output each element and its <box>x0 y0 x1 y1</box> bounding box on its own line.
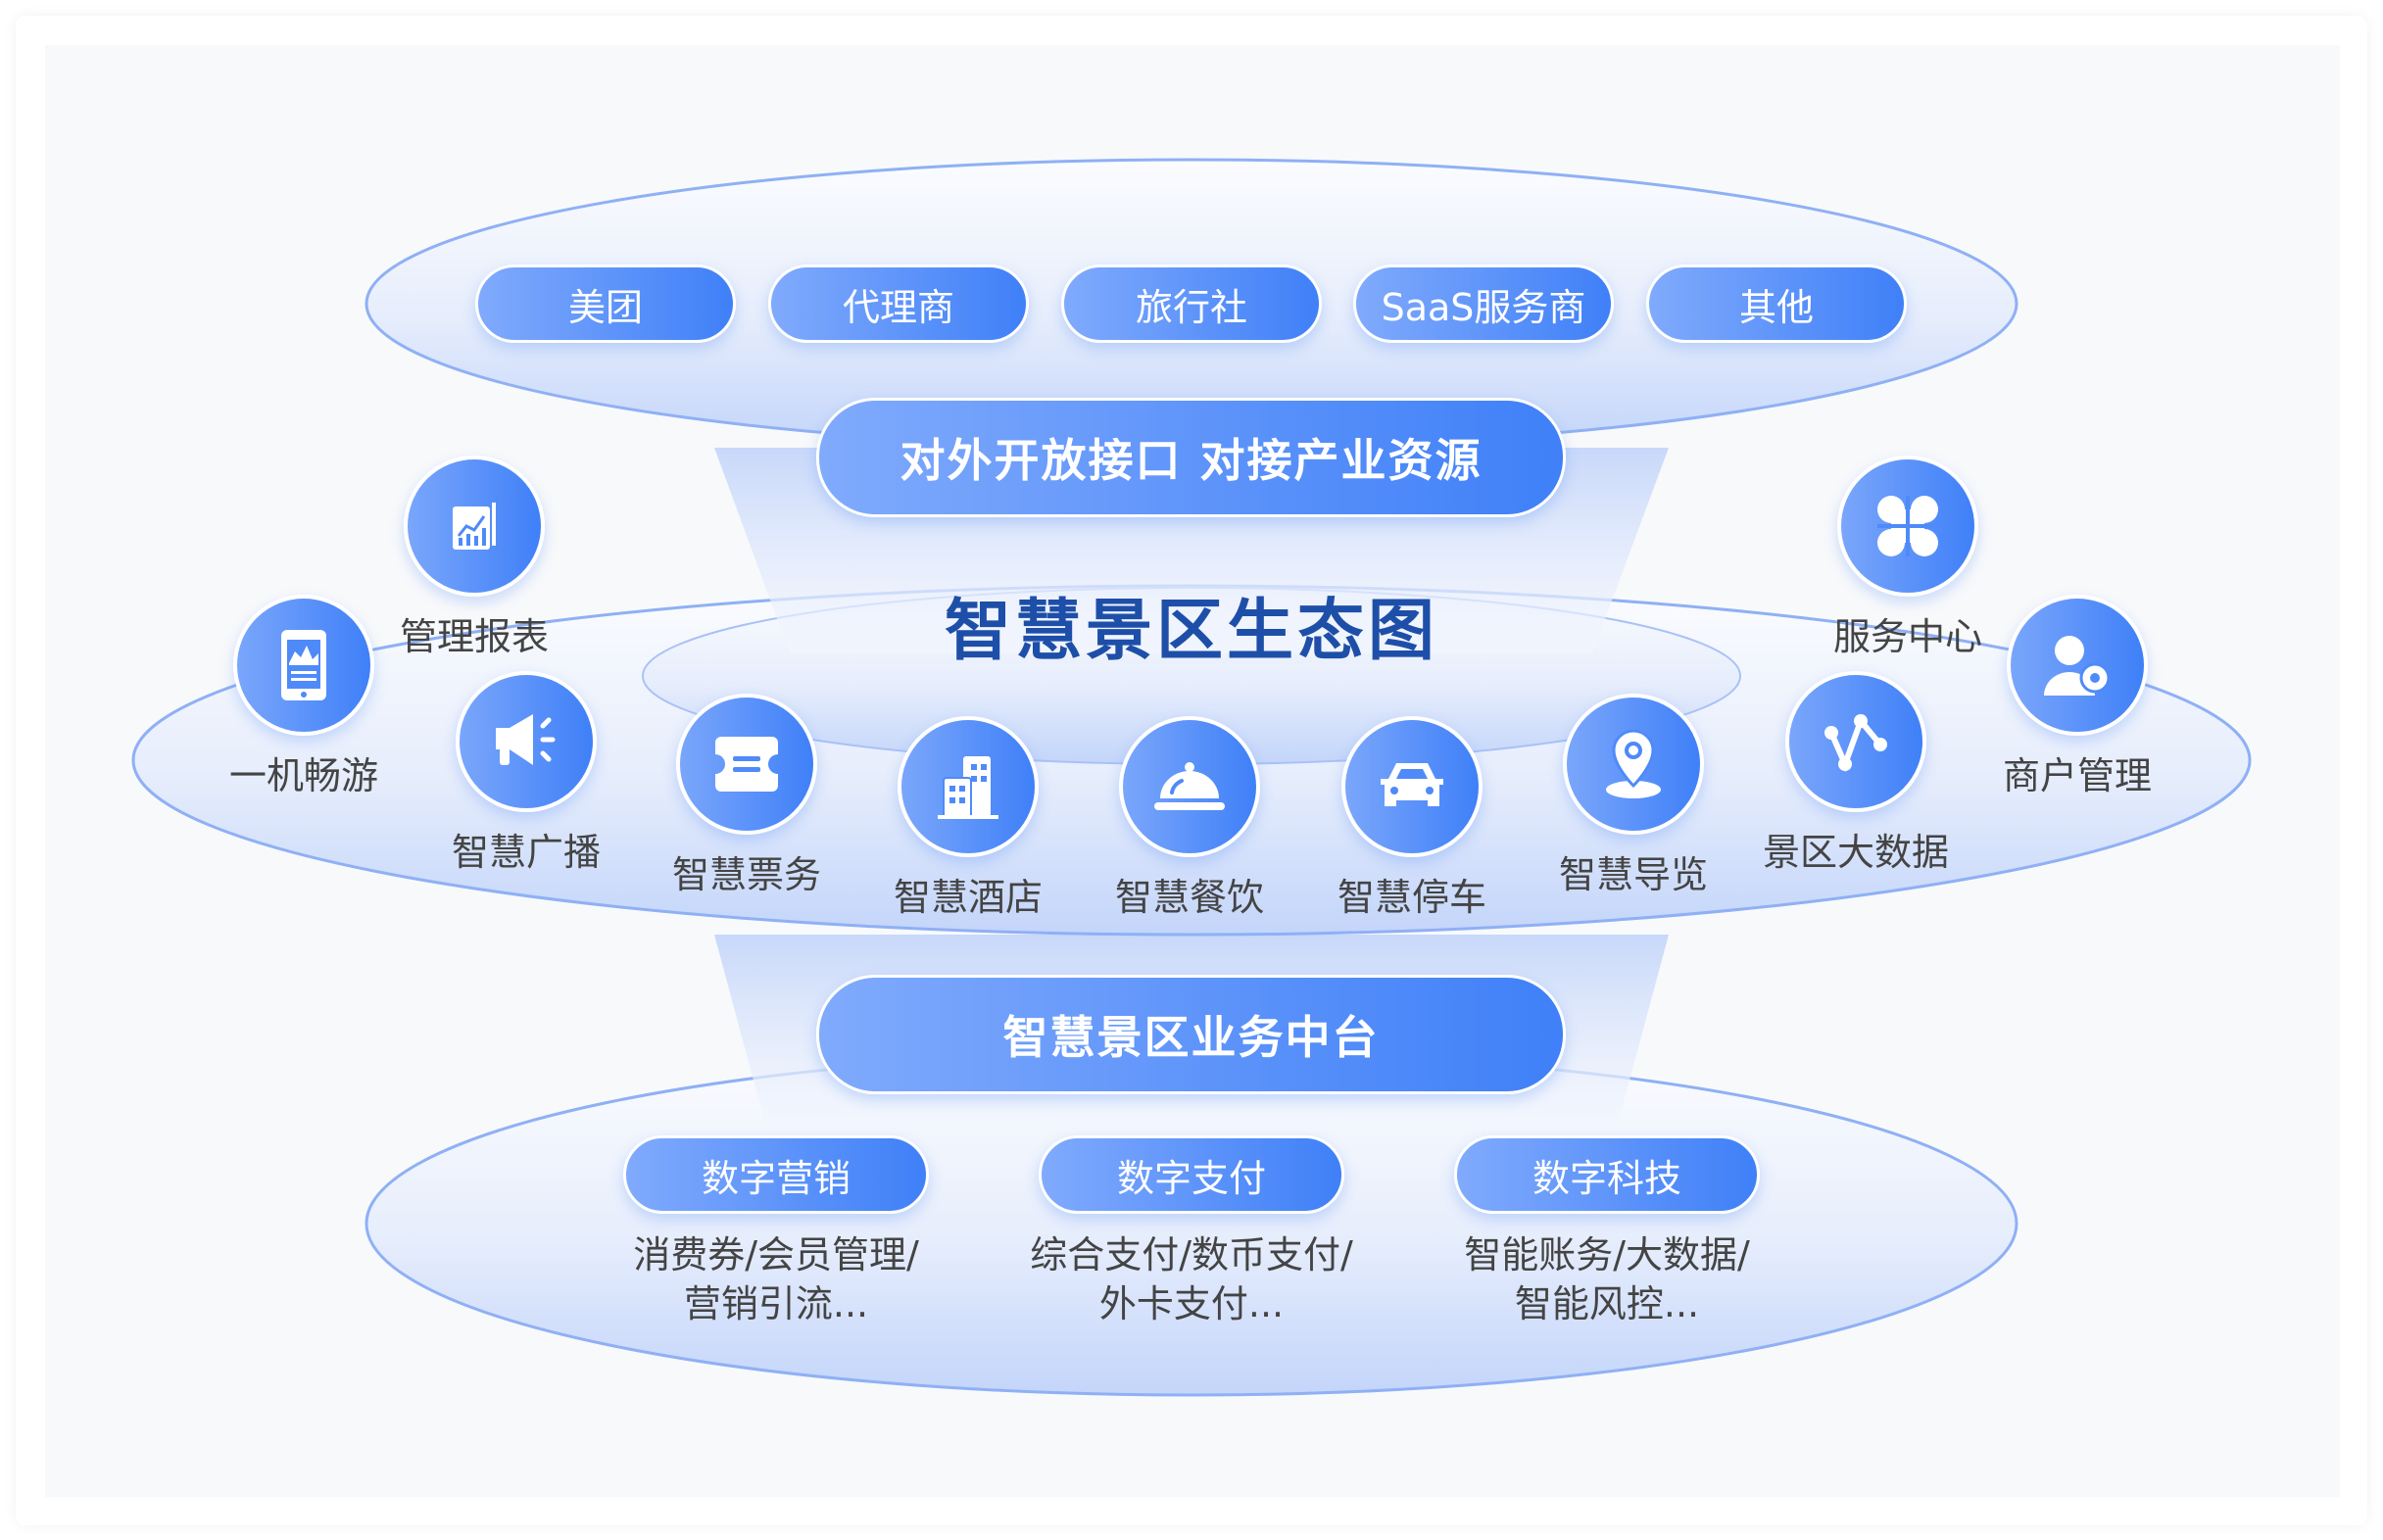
module-parking: 智慧停车 <box>1294 716 1530 921</box>
partner-travel-agency: 旅行社 <box>1061 265 1322 343</box>
desc-line: 综合支付/数币支付/ <box>1030 1233 1353 1276</box>
module-hotel: 智慧酒店 <box>851 716 1086 921</box>
partner-meituan: 美团 <box>475 265 736 343</box>
partner-saas: SaaS服务商 <box>1353 265 1614 343</box>
module-label: 服务中心 <box>1832 615 1982 658</box>
partner-agent: 代理商 <box>768 265 1029 343</box>
capability-payment: 数字支付 <box>1039 1135 1344 1214</box>
module-label: 商户管理 <box>2002 754 2152 797</box>
capability-technology: 数字科技 <box>1454 1135 1760 1214</box>
module-service-center: 服务中心 <box>1790 456 2025 660</box>
desc-line: 智能账务/大数据/ <box>1464 1233 1750 1276</box>
open-api-banner: 对外开放接口 对接产业资源 <box>816 398 1566 517</box>
capability-marketing-desc: 消费券/会员管理/营销引流... <box>580 1230 972 1328</box>
data-nodes-icon <box>1785 671 1926 812</box>
module-label: 景区大数据 <box>1762 831 1949 874</box>
module-mobile-tour: 一机畅游 <box>186 595 421 799</box>
platform-banner: 智慧景区业务中台 <box>816 975 1566 1094</box>
module-merchant: 商户管理 <box>1960 595 2195 799</box>
desc-line: 外卡支付... <box>1098 1282 1285 1325</box>
capability-payment-desc: 综合支付/数币支付/外卡支付... <box>996 1230 1387 1328</box>
module-dining: 智慧餐饮 <box>1072 716 1307 921</box>
food-cloche-icon <box>1119 716 1260 857</box>
module-label: 智慧导览 <box>1558 853 1708 896</box>
partner-other: 其他 <box>1646 265 1907 343</box>
module-report: 管理报表 <box>357 456 592 660</box>
mobile-phone-icon <box>233 595 374 736</box>
diagram-title: 智慧景区生态图 <box>944 593 1438 670</box>
module-label: 智慧票务 <box>671 853 821 896</box>
desc-line: 营销引流... <box>683 1282 869 1325</box>
capability-technology-desc: 智能账务/大数据/智能风控... <box>1411 1230 1803 1328</box>
report-chart-icon <box>404 456 545 597</box>
module-label: 智慧酒店 <box>893 876 1043 919</box>
map-pin-icon <box>1563 694 1704 835</box>
car-icon <box>1341 716 1483 857</box>
module-label: 智慧广播 <box>451 831 601 874</box>
desc-line: 智能风控... <box>1514 1282 1700 1325</box>
capability-marketing: 数字营销 <box>623 1135 929 1214</box>
building-icon <box>898 716 1039 857</box>
service-grid-icon <box>1837 456 1978 597</box>
ticket-icon <box>676 694 817 835</box>
module-ticketing: 智慧票务 <box>629 694 864 898</box>
merchant-user-icon <box>2007 595 2148 736</box>
module-guide: 智慧导览 <box>1516 694 1751 898</box>
module-broadcast: 智慧广播 <box>409 671 644 876</box>
module-label: 智慧餐饮 <box>1114 876 1264 919</box>
module-label: 一机畅游 <box>228 754 378 797</box>
desc-line: 消费券/会员管理/ <box>633 1233 919 1276</box>
module-label: 管理报表 <box>399 615 549 658</box>
megaphone-icon <box>456 671 597 812</box>
module-big-data: 景区大数据 <box>1738 671 1973 876</box>
module-label: 智慧停车 <box>1337 876 1486 919</box>
